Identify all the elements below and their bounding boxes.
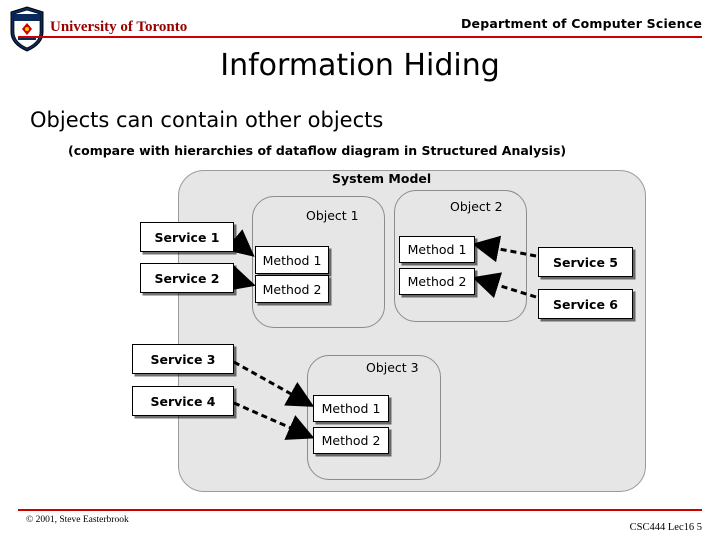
service-5-card[interactable]: Service 5 bbox=[538, 247, 633, 277]
object-2-method-1-card[interactable]: Method 1 bbox=[399, 236, 475, 263]
copyright-text: © 2001, Steve Easterbrook bbox=[26, 515, 129, 525]
object-1-label: Object 1 bbox=[306, 208, 359, 223]
object-3-label: Object 3 bbox=[366, 360, 419, 375]
object-3-method-2-card[interactable]: Method 2 bbox=[313, 427, 389, 454]
lecture-reference: CSC444 Lec16 5 bbox=[629, 522, 702, 533]
system-model-label: System Model bbox=[332, 171, 432, 186]
slide-subtitle: Objects can contain other objects bbox=[30, 108, 384, 132]
slide-note: (compare with hierarchies of dataflow di… bbox=[68, 143, 567, 158]
service-6-card[interactable]: Service 6 bbox=[538, 289, 633, 319]
object-1-method-1-card[interactable]: Method 1 bbox=[255, 246, 329, 274]
header-divider bbox=[18, 36, 702, 38]
service-3-card[interactable]: Service 3 bbox=[132, 344, 234, 374]
service-4-card[interactable]: Service 4 bbox=[132, 386, 234, 416]
object-2-label: Object 2 bbox=[450, 199, 503, 214]
object-1-method-2-card[interactable]: Method 2 bbox=[255, 275, 329, 303]
footer-divider bbox=[18, 509, 702, 511]
institution-name: University of Toronto bbox=[50, 19, 188, 35]
uoft-crest-icon bbox=[10, 6, 44, 52]
object-2-method-2-card[interactable]: Method 2 bbox=[399, 268, 475, 295]
service-1-card[interactable]: Service 1 bbox=[140, 222, 234, 252]
page-title: Information Hiding bbox=[220, 48, 500, 83]
department-name: Department of Computer Science bbox=[460, 16, 702, 31]
service-2-card[interactable]: Service 2 bbox=[140, 263, 234, 293]
object-3-method-1-card[interactable]: Method 1 bbox=[313, 395, 389, 422]
